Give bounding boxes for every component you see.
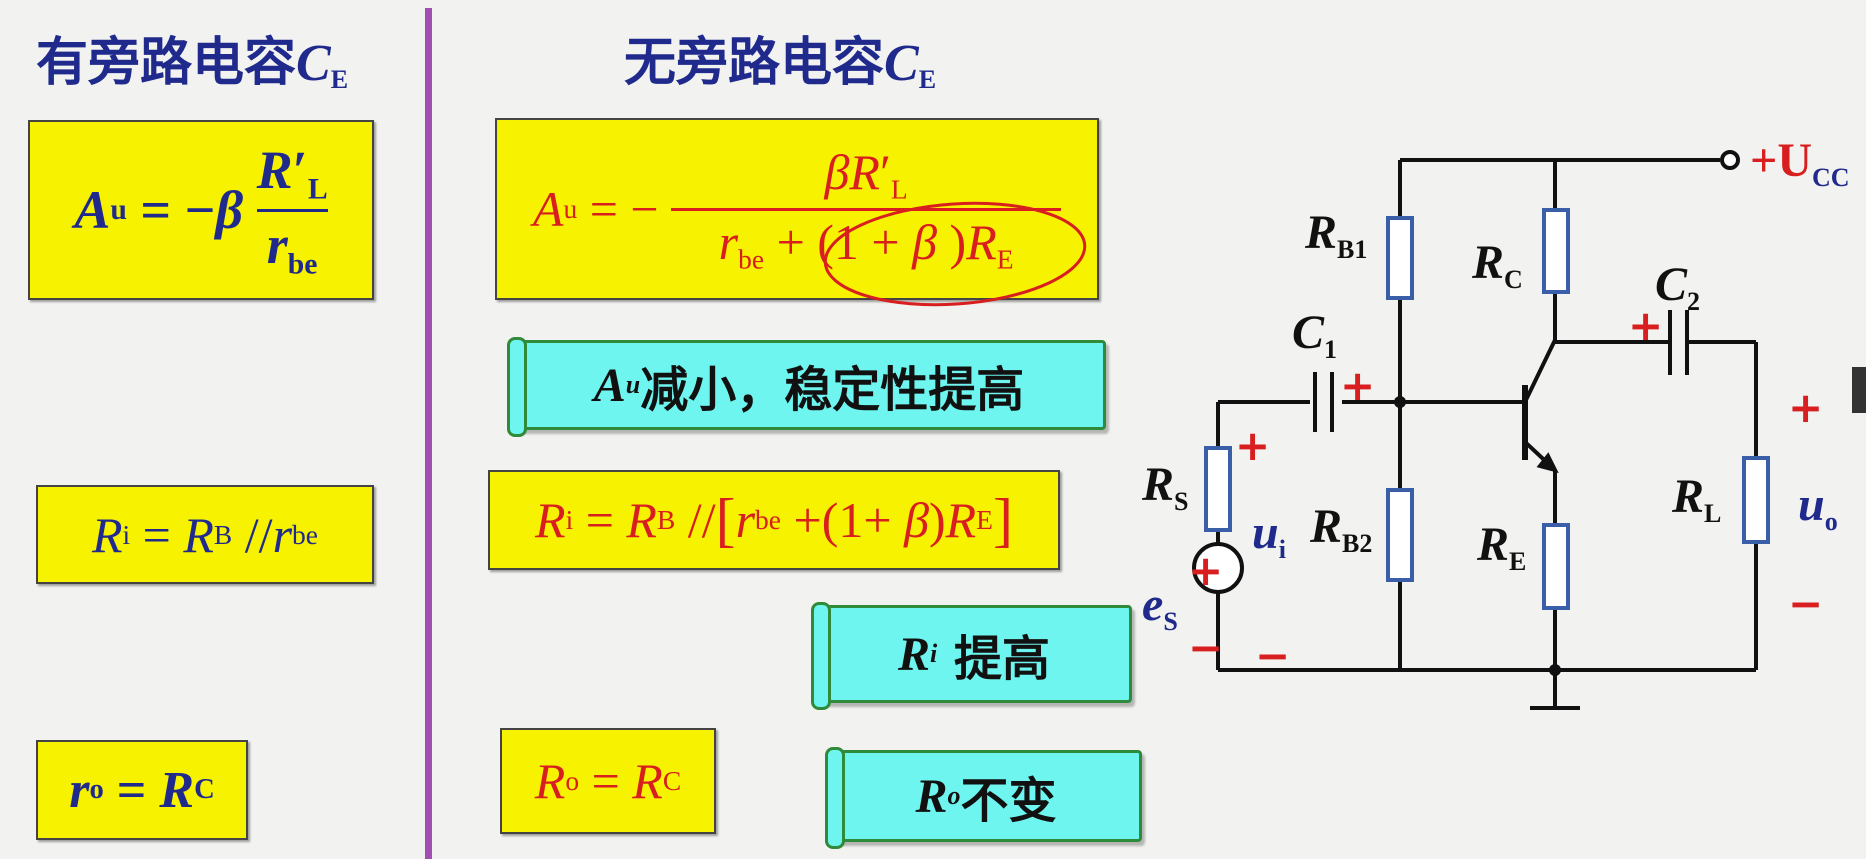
svg-text:RB2: RB2: [1309, 500, 1372, 558]
svg-text:+: +: [1340, 361, 1375, 410]
voltage-source-icon: [1192, 542, 1244, 594]
svg-text:eS: eS: [1142, 578, 1178, 636]
highlight-ellipse: [823, 201, 1087, 307]
svg-text:−: −: [1788, 579, 1823, 628]
junction-dot: [1394, 396, 1406, 408]
svg-text:ui: ui: [1252, 506, 1286, 564]
svg-text:RB1: RB1: [1304, 206, 1367, 264]
side-panel-toggle[interactable]: [1852, 367, 1866, 413]
svg-text:C2: C2: [1655, 258, 1700, 316]
left-heading-symbol: CE: [296, 35, 349, 94]
svg-text:+: +: [1188, 546, 1223, 595]
right-heading-text: 无旁路电容: [624, 33, 885, 93]
signal-labels: ui uo eS +UCC: [1142, 134, 1850, 636]
svg-text:RE: RE: [1476, 518, 1526, 576]
svg-text:+: +: [1628, 301, 1663, 350]
column-divider: [425, 8, 432, 859]
svg-text:+: +: [1235, 421, 1270, 470]
right-heading: 无旁路电容CE: [624, 20, 936, 95]
svg-text:+: +: [1788, 383, 1823, 432]
svg-text:uo: uo: [1798, 478, 1838, 536]
amplifier-circuit: + + + + − − + − RB1 RC C1 C2 RS RB2 RE R…: [1141, 134, 1850, 710]
right-heading-symbol: CE: [884, 35, 937, 94]
junction-dot: [1549, 664, 1561, 676]
left-heading: 有旁路电容CE: [36, 20, 348, 95]
svg-text:−: −: [1255, 631, 1290, 680]
svg-text:RL: RL: [1671, 470, 1721, 528]
circuit-wires: [1216, 150, 1758, 710]
component-labels: RB1 RC C1 C2 RS RB2 RE RL: [1141, 206, 1721, 576]
left-heading-text: 有旁路电容: [36, 33, 297, 93]
polarity-marks: + + + + − − + −: [1188, 301, 1823, 680]
svg-text:−: −: [1188, 623, 1223, 672]
svg-text:C1: C1: [1292, 306, 1337, 364]
resistors: [1204, 208, 1770, 610]
svg-text:+UCC: +UCC: [1750, 134, 1850, 192]
svg-text:RC: RC: [1471, 236, 1523, 294]
svg-text:RS: RS: [1141, 458, 1188, 516]
